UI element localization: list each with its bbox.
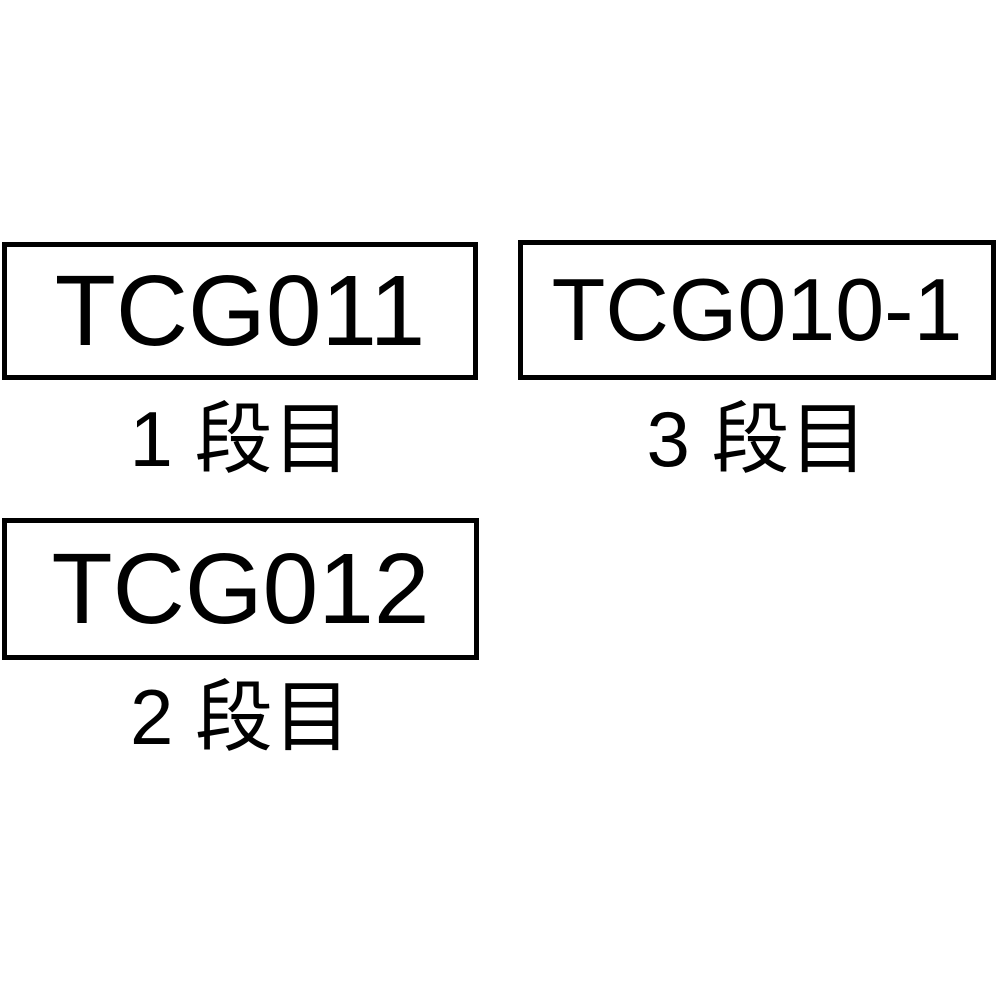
tier-label-1: 1 段目 [129, 395, 351, 483]
code-box-tcg012: TCG012 [2, 518, 479, 660]
tier-label-2: 2 段目 [129, 673, 352, 761]
code-box-tcg011: TCG011 [2, 242, 478, 380]
code-box-tcg010-1: TCG010-1 [518, 240, 996, 380]
part-code-label: TCG012 [51, 533, 430, 645]
tier-label-3: 3 段目 [646, 395, 868, 483]
part-code-label: TCG010-1 [551, 260, 963, 359]
part-code-label: TCG011 [54, 255, 426, 367]
